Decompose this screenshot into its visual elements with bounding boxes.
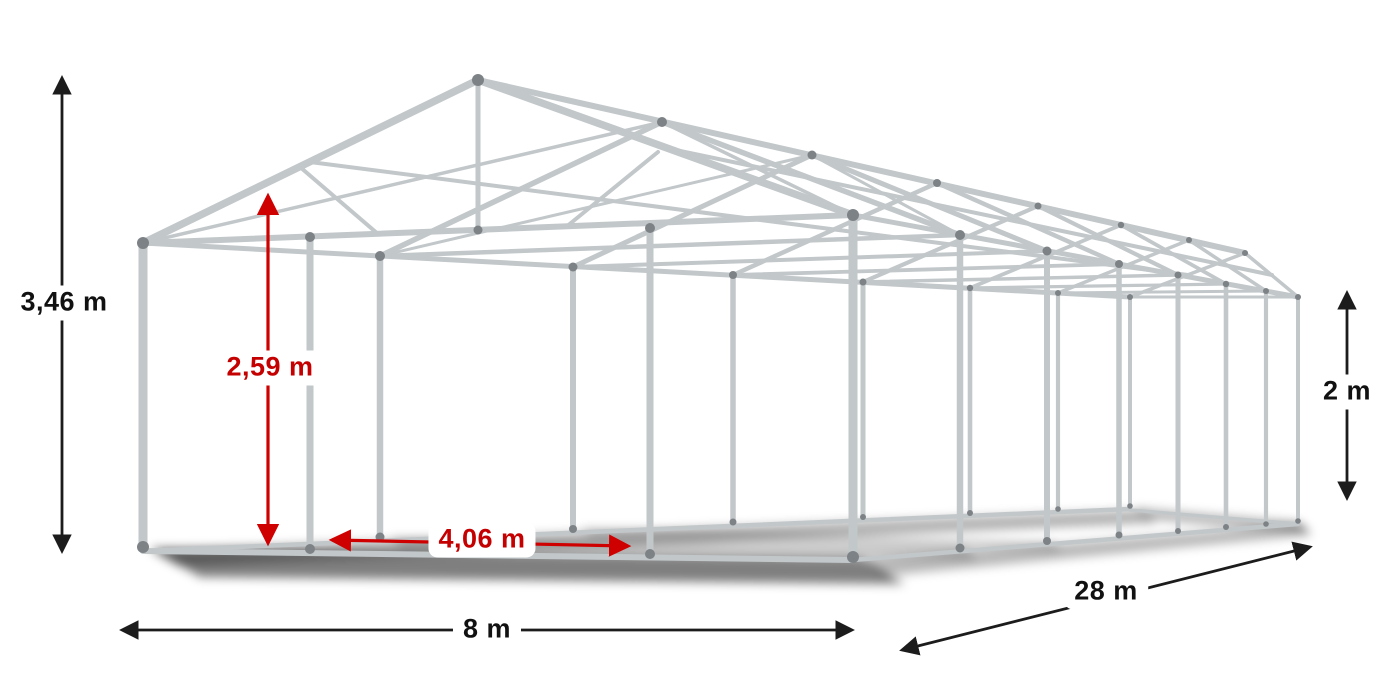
frame-bay-6 xyxy=(1055,238,1269,527)
frame-bay-1 xyxy=(376,119,964,552)
dimension-label-width: 8 m xyxy=(452,612,522,648)
frame-bay-4 xyxy=(860,203,1181,534)
frame-tubes xyxy=(138,76,1301,563)
frame-bay-2 xyxy=(570,152,1050,544)
dimension-label-inner-height: 2,59 m xyxy=(216,350,324,386)
dimension-label-side-height: 2 m xyxy=(1312,374,1382,410)
dimension-label-bay-spacing: 4,06 m xyxy=(428,522,536,558)
frame-bay-5 xyxy=(967,223,1229,530)
rear-gable-frame xyxy=(1128,251,1300,526)
frame-bay-3 xyxy=(730,180,1122,538)
dimension-label-total-height: 3,46 m xyxy=(10,285,118,321)
dimension-label-length: 28 m xyxy=(1064,574,1148,610)
